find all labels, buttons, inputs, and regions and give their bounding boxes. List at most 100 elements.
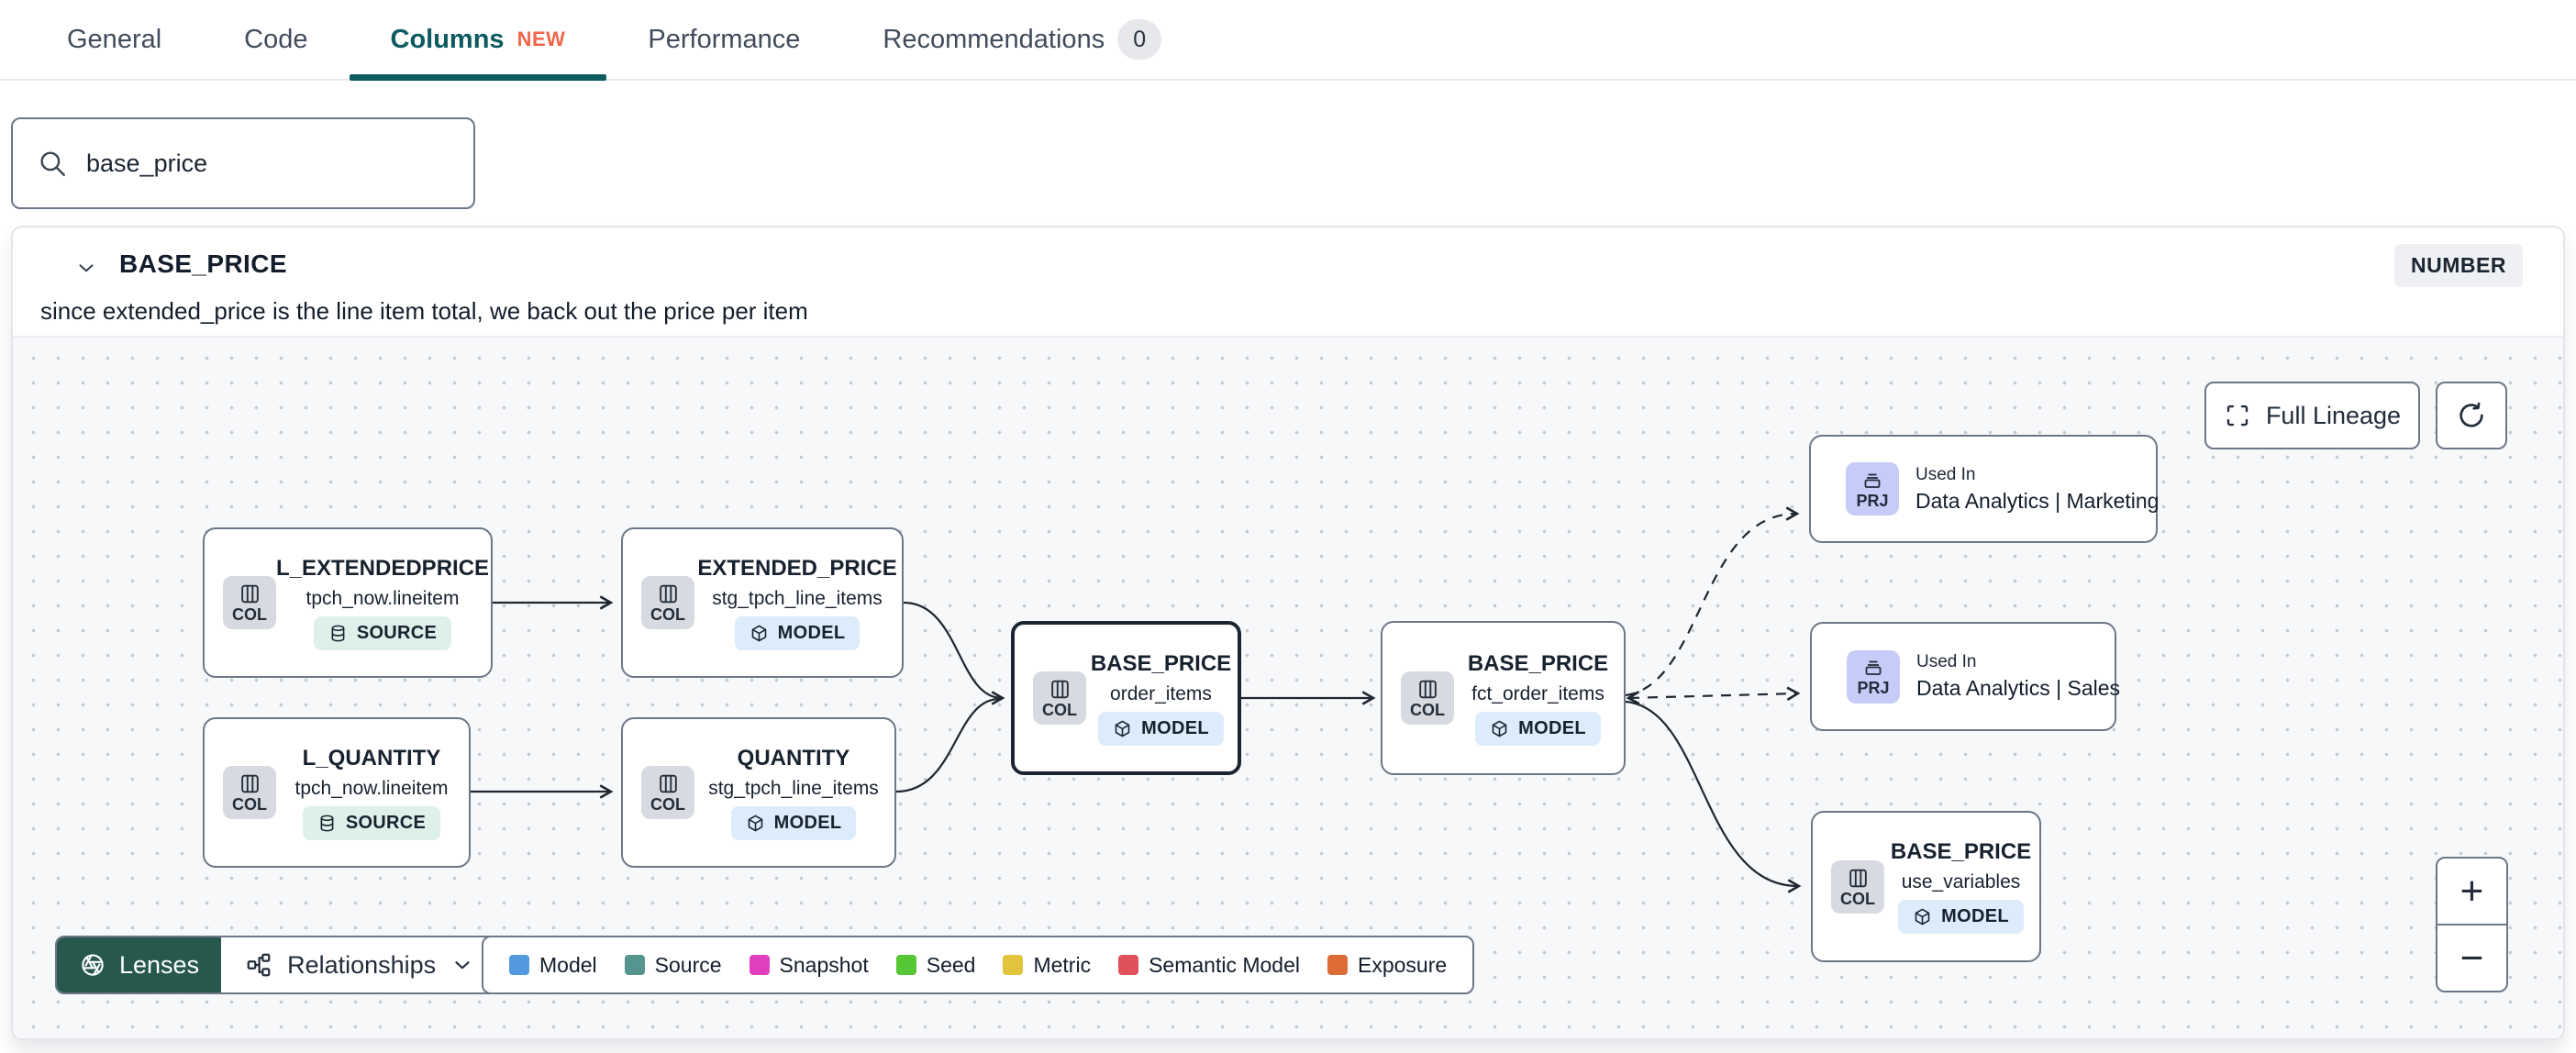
model-badge: MODEL	[1898, 900, 2024, 934]
project-icon: PRJ	[1847, 649, 1900, 704]
lineage-canvas[interactable]: COL L_EXTENDEDPRICE tpch_now.lineitem SO…	[13, 336, 2563, 1038]
legend-swatch	[1118, 955, 1139, 975]
expand-icon	[2226, 405, 2248, 427]
column-icon: COL	[223, 766, 276, 819]
lineage-node-l-extendedprice[interactable]: COL L_EXTENDEDPRICE tpch_now.lineitem SO…	[203, 527, 493, 678]
refresh-button[interactable]	[2436, 382, 2507, 449]
node-subtitle: order_items	[1110, 682, 1212, 704]
edge	[1625, 506, 1800, 697]
model-badge: MODEL	[1475, 711, 1601, 746]
new-badge: NEW	[516, 28, 566, 50]
column-search	[11, 117, 475, 209]
column-description: since extended_price is the line item to…	[40, 297, 808, 325]
cube-icon	[1915, 908, 1930, 926]
lineage-node-base-price-fct-order-items[interactable]: COL BASE_PRICE fct_order_items MODEL	[1381, 621, 1626, 775]
column-title: BASE_PRICE	[119, 249, 287, 278]
tab-label: Recommendations	[883, 24, 1105, 54]
edge	[903, 601, 1005, 705]
node-type-legend: Model Source Snapshot Seed Metric Semant…	[482, 936, 1475, 994]
legend-item-source: Source	[624, 953, 722, 978]
search-input[interactable]	[86, 149, 450, 178]
node-title: Data Analytics | Sales	[1916, 676, 2121, 700]
search-icon	[40, 151, 65, 176]
tab-performance[interactable]: Performance	[606, 0, 841, 79]
used-in-label: Used In	[1915, 464, 1976, 484]
lineage-edges	[471, 506, 1802, 893]
tab-label: General	[67, 24, 162, 54]
aperture-icon	[82, 954, 104, 976]
tab-label: Code	[244, 24, 308, 54]
cube-icon	[751, 625, 766, 641]
source-badge: SOURCE	[302, 805, 441, 840]
chevron-down-icon	[455, 961, 470, 970]
node-title: EXTENDED_PRICE	[697, 555, 897, 581]
legend-item-metric: Metric	[1003, 953, 1091, 978]
column-icon: COL	[1033, 671, 1086, 725]
column-icon: COL	[641, 576, 694, 629]
column-icon: COL	[641, 766, 694, 819]
tab-bar: General Code Columns NEW Performance Rec…	[0, 0, 2576, 81]
used-in-label: Used In	[1916, 652, 1977, 671]
lineage-node-base-price-use-variables[interactable]: COL BASE_PRICE use_variables MODEL	[1811, 811, 2041, 962]
legend-item-seed: Seed	[895, 953, 975, 978]
model-badge: MODEL	[730, 805, 857, 840]
tab-columns[interactable]: Columns NEW	[349, 0, 607, 81]
tab-code[interactable]: Code	[203, 0, 349, 79]
legend-item-exposure: Exposure	[1327, 953, 1447, 978]
lineage-node-used-in-marketing[interactable]: PRJ Used In Data Analytics | Marketing	[1809, 435, 2160, 543]
lineage-node-l-quantity[interactable]: COL L_QUANTITY tpch_now.lineitem SOURCE	[203, 717, 471, 868]
full-lineage-button[interactable]: Full Lineage	[2204, 382, 2420, 449]
edge	[1626, 686, 1801, 705]
lenses-button[interactable]: Lenses	[57, 937, 222, 992]
lineage-node-base-price-order-items[interactable]: COL BASE_PRICE order_items MODEL	[1011, 621, 1241, 775]
node-title: BASE_PRICE	[1090, 650, 1232, 676]
lineage-node-extended-price[interactable]: COL EXTENDED_PRICE stg_tpch_line_items M…	[621, 527, 904, 678]
database-icon	[320, 815, 334, 831]
lenses-group: Lenses Relationships	[55, 936, 501, 994]
cube-icon	[1492, 720, 1507, 737]
edge	[895, 697, 999, 793]
node-subtitle: use_variables	[1901, 871, 2021, 892]
relationships-dropdown[interactable]: Relationships	[221, 937, 499, 992]
column-icon: COL	[1401, 671, 1454, 725]
legend-swatch	[624, 955, 645, 975]
node-title: BASE_PRICE	[1890, 839, 2032, 864]
database-icon	[331, 625, 345, 641]
count-badge: 0	[1117, 19, 1162, 60]
node-subtitle: tpch_now.lineitem	[294, 777, 449, 799]
node-subtitle: stg_tpch_line_items	[708, 777, 879, 799]
legend-swatch	[895, 955, 916, 975]
legend-item-semantic-model: Semantic Model	[1118, 953, 1300, 978]
column-icon: COL	[223, 576, 276, 629]
tab-general[interactable]: General	[26, 0, 203, 79]
refresh-icon	[2459, 402, 2483, 427]
project-icon: PRJ	[1846, 462, 1899, 515]
node-subtitle: tpch_now.lineitem	[305, 587, 460, 609]
legend-swatch	[1327, 955, 1348, 975]
column-panel-header: BASE_PRICE NUMBER since extended_price i…	[13, 227, 2563, 336]
legend-item-snapshot: Snapshot	[749, 953, 869, 978]
legend-swatch	[749, 955, 770, 975]
chevron-down-icon[interactable]	[70, 251, 103, 284]
lineage-node-quantity[interactable]: COL QUANTITY stg_tpch_line_items MODEL	[621, 717, 896, 868]
zoom-controls: + −	[2436, 857, 2508, 992]
cube-icon	[1115, 720, 1130, 737]
column-icon: COL	[1831, 859, 1884, 914]
column-type-badge: NUMBER	[2394, 244, 2523, 287]
cube-icon	[748, 815, 762, 831]
tab-recommendations[interactable]: Recommendations 0	[841, 0, 1203, 79]
column-panel: BASE_PRICE NUMBER since extended_price i…	[11, 226, 2565, 1040]
tab-label: Performance	[648, 24, 801, 54]
lineage-node-used-in-sales[interactable]: PRJ Used In Data Analytics | Sales	[1810, 622, 2120, 731]
zoom-in-button[interactable]: +	[2437, 859, 2506, 926]
node-title: Data Analytics | Marketing	[1915, 488, 2160, 513]
node-subtitle: fct_order_items	[1471, 682, 1604, 704]
legend-swatch	[509, 955, 529, 975]
zoom-out-button[interactable]: −	[2459, 935, 2484, 981]
model-badge: MODEL	[1098, 711, 1224, 746]
tab-label: Columns	[390, 24, 505, 54]
source-badge: SOURCE	[313, 615, 452, 650]
edge	[1625, 700, 1802, 893]
model-badge: MODEL	[734, 615, 861, 650]
